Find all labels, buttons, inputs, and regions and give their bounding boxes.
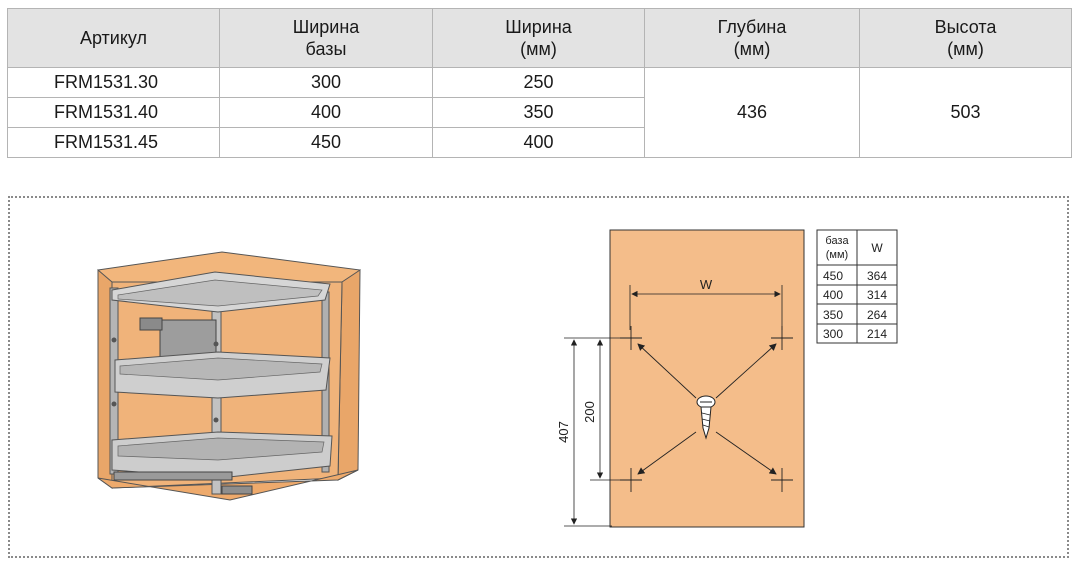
- table-row: FRM1531.45 450 400: [7, 127, 1072, 158]
- mini-w-cell: 364: [867, 269, 887, 283]
- header-height-mm: Высота (мм): [859, 8, 1072, 68]
- cabinet-panel: [609, 229, 805, 528]
- depth-cell: 436: [644, 67, 860, 158]
- article-cell: FRM1531.40: [7, 97, 220, 128]
- mini-base-cell: 450: [823, 269, 843, 283]
- mini-w-cell: 264: [867, 308, 887, 322]
- mini-base-cell: 400: [823, 288, 843, 302]
- mini-header-w: W: [871, 241, 883, 255]
- mounting-diagram: W 407 200: [556, 229, 805, 528]
- base-width-cell: 300: [219, 67, 433, 98]
- header-width-mm: Ширина (мм): [432, 8, 645, 68]
- illustration-frame: [8, 196, 1069, 558]
- header-depth-mm: Глубина (мм): [644, 8, 860, 68]
- base-width-cell: 400: [219, 97, 433, 128]
- width-mm-cell: 250: [432, 67, 645, 98]
- width-mm-cell: 350: [432, 97, 645, 128]
- mini-header-base-line1: база: [825, 235, 849, 247]
- table-row: FRM1531.30 300 250 436 503: [7, 67, 1072, 158]
- article-cell: FRM1531.30: [7, 67, 220, 98]
- w-dimension-label: W: [700, 277, 713, 292]
- header-article: Артикул: [7, 8, 220, 68]
- article-cell: FRM1531.45: [7, 127, 220, 158]
- dimension-200-label: 200: [582, 401, 597, 423]
- storage-bin: [159, 319, 217, 359]
- mini-header-base-line2: (мм): [826, 249, 848, 261]
- cabinet-floor: [97, 469, 359, 501]
- spec-table: Артикул Ширина базы Ширина (мм) Глубина …: [7, 8, 1072, 158]
- slide-rail: [221, 485, 253, 495]
- spec-table-header-row: Артикул Ширина базы Ширина (мм) Глубина …: [7, 8, 1072, 68]
- width-mm-cell: 400: [432, 127, 645, 158]
- height-cell: 503: [859, 67, 1072, 158]
- base-width-cell: 450: [219, 127, 433, 158]
- screw-icon: [696, 395, 716, 440]
- header-base-width: Ширина базы: [219, 8, 433, 68]
- dimension-407-label: 407: [556, 421, 571, 443]
- mini-w-cell: 214: [867, 327, 887, 341]
- w-lookup-table: база (мм) W 450 364 400 314 350 264 300 …: [816, 229, 898, 344]
- mini-base-cell: 350: [823, 308, 843, 322]
- mini-base-cell: 300: [823, 327, 843, 341]
- slide-rail: [113, 471, 233, 481]
- table-row: FRM1531.40 400 350: [7, 97, 1072, 128]
- pull-out-basket-illustration: [97, 251, 361, 501]
- mini-w-cell: 314: [867, 288, 887, 302]
